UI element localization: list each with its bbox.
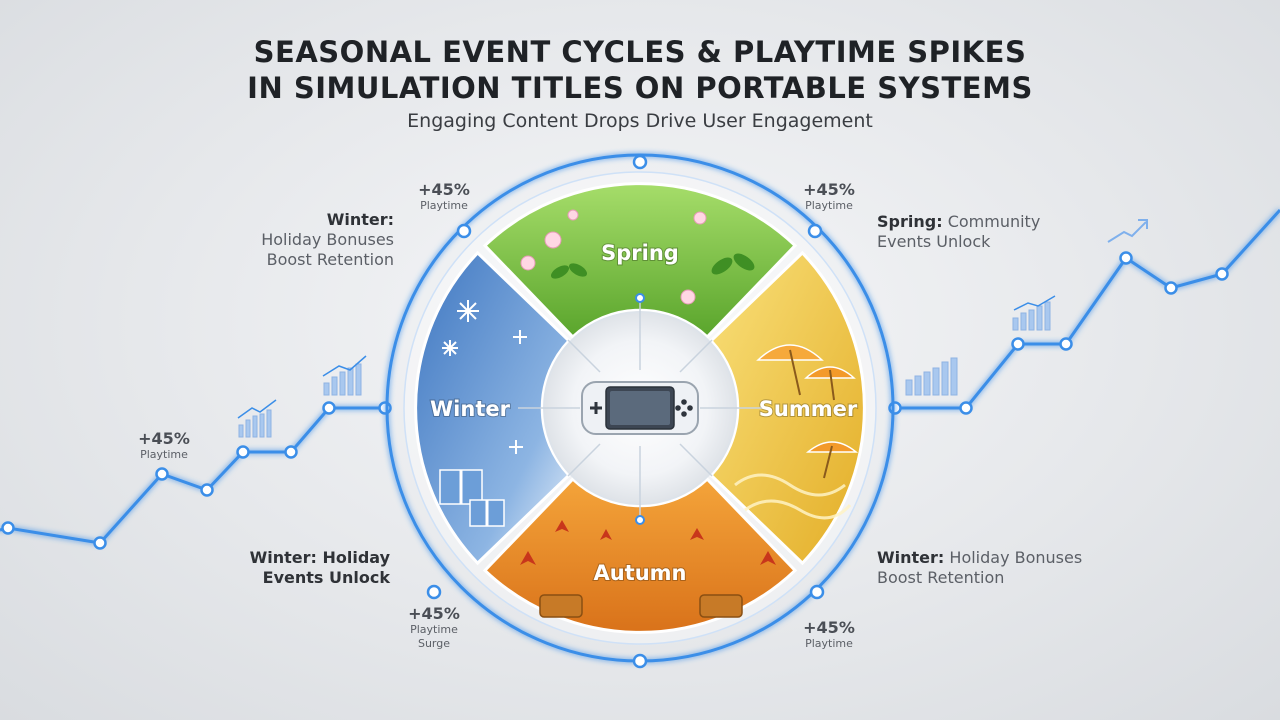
ring-node <box>809 584 825 600</box>
wave-icon <box>734 473 852 520</box>
stat-top-right: +45% Playtime <box>789 180 869 213</box>
callout-bold: Spring: <box>877 212 943 231</box>
maple-leaf-icon <box>520 520 776 565</box>
sprout-icon <box>550 253 755 279</box>
hub-nodes <box>635 293 645 525</box>
bar-chart-icon <box>905 357 958 396</box>
stat-bottom-left: +45% Playtime Surge <box>394 604 474 651</box>
callout-top-left: Winter: Holiday Bonuses Boost Retention <box>220 210 394 270</box>
ring-node <box>807 223 823 239</box>
bar-chart-icon <box>322 355 367 396</box>
cherry-blossom-icon <box>520 209 707 305</box>
segment-label-summer: Summer <box>759 397 858 421</box>
trend-point <box>1164 281 1178 295</box>
trend-point <box>200 483 214 497</box>
hub-node <box>635 515 645 525</box>
beach-umbrella-icon <box>756 344 859 479</box>
trend-point <box>1 521 15 535</box>
segment-label-spring: Spring <box>601 241 679 265</box>
trend-point <box>959 401 973 415</box>
bar-chart-icon <box>1012 295 1056 331</box>
callout-bold: Winter: <box>326 210 394 229</box>
trend-point <box>236 445 250 459</box>
handheld-console-icon <box>581 381 699 435</box>
callout-text: Events Unlock <box>262 568 390 587</box>
stat-percent: +45% <box>138 429 190 448</box>
callout-text: Holiday Bonuses Boost Retention <box>877 548 1083 587</box>
stat-label: Playtime <box>805 637 853 650</box>
stat-percent: +45% <box>803 618 855 637</box>
stat-left-line: +45% Playtime <box>124 429 204 462</box>
page-title: SEASONAL EVENT CYCLES & PLAYTIME SPIKES … <box>0 34 1280 106</box>
title-line-1: SEASONAL EVENT CYCLES & PLAYTIME SPIKES <box>253 35 1027 69</box>
hub-node <box>635 293 645 303</box>
hub-spokes <box>518 298 762 520</box>
stat-top-left: +45% Playtime <box>404 180 484 213</box>
trend-point <box>1059 337 1073 351</box>
trend-line-right <box>895 208 1280 410</box>
trend-point <box>1119 251 1133 265</box>
segment-label-winter: Winter <box>430 397 511 421</box>
stat-percent: +45% <box>418 180 470 199</box>
trend-line-points <box>1 251 1229 550</box>
callout-text: Community Events Unlock <box>877 212 1041 251</box>
ring-nodes <box>426 154 825 669</box>
trend-point <box>1215 267 1229 281</box>
stat-label: Playtime <box>140 448 188 461</box>
trend-point <box>155 467 169 481</box>
snowflake-icon <box>442 300 527 454</box>
trend-point <box>378 401 392 415</box>
ring-node <box>632 154 648 170</box>
trend-arrow-icon <box>1107 219 1148 243</box>
stat-label: Playtime <box>410 623 458 636</box>
harvest-basket-icon <box>539 594 743 618</box>
bar-chart-icon <box>237 399 277 438</box>
callout-top-right: Spring: Community Events Unlock <box>877 212 1077 252</box>
segment-spring[interactable] <box>482 182 798 340</box>
ring-node <box>632 653 648 669</box>
stat-percent: +45% <box>408 604 460 623</box>
stat-label: Playtime <box>420 199 468 212</box>
trend-point <box>322 401 336 415</box>
callout-bold: Winter: Holiday <box>249 548 390 567</box>
trend-point <box>284 445 298 459</box>
callout-text: Holiday Bonuses Boost Retention <box>261 230 394 269</box>
segment-autumn[interactable] <box>482 476 798 634</box>
ring-node <box>426 584 442 600</box>
title-line-2: IN SIMULATION TITLES ON PORTABLE SYSTEMS <box>247 71 1033 105</box>
callout-bottom-left: Winter: Holiday Events Unlock <box>230 548 390 588</box>
trend-point <box>1011 337 1025 351</box>
callout-bottom-right: Winter: Holiday Bonuses Boost Retention <box>877 548 1117 588</box>
trend-point <box>888 401 902 415</box>
stat-label: Playtime <box>805 199 853 212</box>
ring-node <box>456 223 472 239</box>
page-subtitle: Engaging Content Drops Drive User Engage… <box>407 110 873 132</box>
callout-bold: Winter: <box>877 548 945 567</box>
stat-percent: +45% <box>803 180 855 199</box>
stat-label-2: Surge <box>417 637 451 650</box>
segment-summer[interactable] <box>708 250 866 566</box>
gift-box-icon <box>439 469 505 527</box>
stat-bottom-right: +45% Playtime <box>789 618 869 651</box>
segment-label-autumn: Autumn <box>593 561 686 585</box>
trend-point <box>93 536 107 550</box>
